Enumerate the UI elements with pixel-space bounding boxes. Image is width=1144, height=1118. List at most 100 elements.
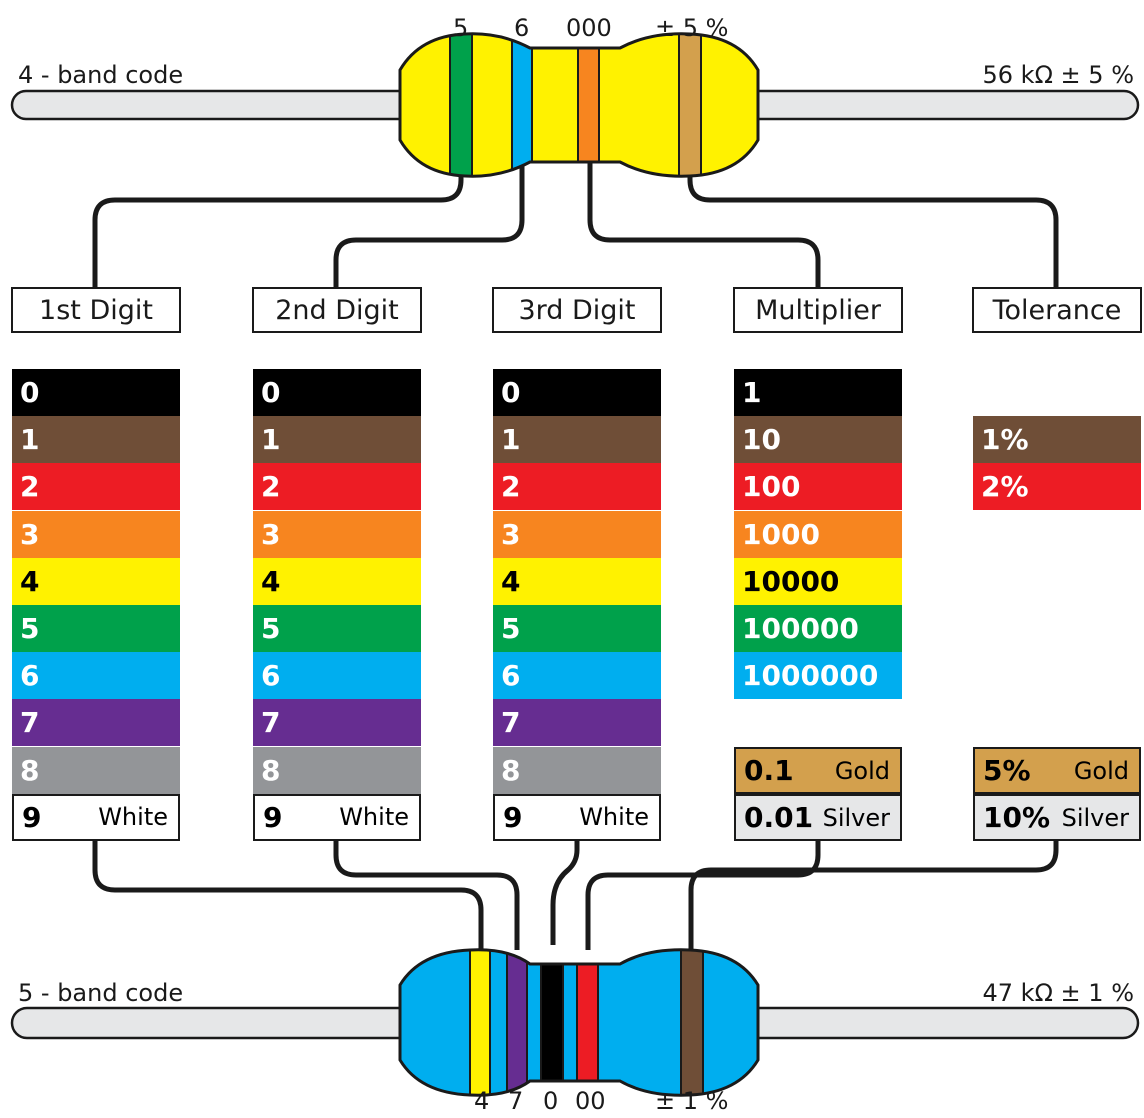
top-band-3	[577, 33, 600, 177]
second-digit-value: 8	[261, 753, 281, 787]
third-digit-value: 5	[501, 612, 521, 645]
third-digit-row-3: 3	[493, 510, 661, 558]
second-digit-color-name: White	[339, 803, 409, 832]
bottom-band-label-5: ± 1 %	[655, 1087, 729, 1115]
top-band-label-2: 6	[514, 14, 530, 42]
header-tolerance: Tolerance	[972, 287, 1142, 333]
multiplier-row-2: 100	[734, 463, 902, 511]
second-digit-row-6: 6	[253, 652, 421, 700]
third-digit-row-1: 1	[493, 416, 661, 464]
wire-top-1st-digit	[92, 160, 464, 290]
top-resistor-outline	[398, 32, 760, 178]
first-digit-color-name: White	[98, 803, 168, 832]
top-wires	[92, 155, 1059, 290]
top-band-4	[678, 33, 702, 177]
third-digit-value: 6	[501, 659, 521, 693]
second-digit-row-7: 7	[253, 699, 421, 747]
top-band-2	[511, 33, 533, 177]
second-digit-row-5: 5	[253, 605, 421, 652]
top-value-label: 56 kΩ ± 5 %	[982, 61, 1134, 89]
third-digit-value: 2	[501, 470, 521, 504]
bottom-band-label-4: 00	[575, 1087, 606, 1115]
first-digit-row-0: 0	[12, 369, 180, 416]
multiplier-row-5: 100000	[734, 605, 902, 652]
bottom-wires	[92, 835, 1059, 955]
first-digit-row-9: 9 White	[12, 793, 180, 841]
first-digit-value: 7	[20, 706, 40, 740]
multiplier-row-3: 1000	[734, 510, 902, 558]
wire-bottom-tolerance	[688, 835, 1059, 955]
bottom-band-5	[680, 949, 704, 1096]
top-resistor	[10, 32, 1140, 178]
third-digit-value: 9	[503, 800, 523, 834]
multiplier-value: 100	[742, 470, 801, 504]
first-digit-value: 6	[20, 659, 40, 693]
bottom-resistor	[10, 948, 1140, 1097]
first-digit-row-7: 7	[12, 699, 180, 747]
second-digit-value: 9	[263, 800, 283, 834]
wire-bottom-multiplier	[585, 835, 821, 950]
third-digit-value: 8	[501, 753, 521, 787]
third-digit-value: 1	[501, 423, 521, 457]
first-digit-value: 9	[22, 800, 42, 834]
multiplier-value: 1000	[742, 517, 820, 551]
tolerance-special-color-name: Gold	[1073, 756, 1129, 785]
second-digit-value: 1	[261, 423, 281, 457]
second-digit-row-8: 8	[253, 746, 421, 794]
first-digit-row-6: 6	[12, 652, 180, 700]
top-code-label: 4 - band code	[18, 61, 184, 89]
bottom-band-4	[576, 949, 599, 1096]
second-digit-row-0: 0	[253, 369, 421, 416]
bottom-value-label: 47 kΩ ± 1 %	[982, 979, 1134, 1007]
multiplier-special-row-0: 0.1 Gold	[734, 747, 902, 794]
tolerance-row-0: 1%	[973, 416, 1141, 463]
tolerance-row-1: 2%	[973, 463, 1141, 511]
header-2nd-digit: 2nd Digit	[252, 287, 422, 333]
third-digit-value: 3	[501, 517, 521, 551]
first-digit-value: 1	[20, 423, 40, 457]
third-digit-row-5: 5	[493, 605, 661, 652]
bottom-band-label-2: 7	[508, 1087, 524, 1115]
tolerance-special-row-1: 10%Silver	[973, 794, 1141, 842]
second-digit-value: 3	[261, 517, 281, 551]
third-digit-row-2: 2	[493, 463, 661, 511]
bottom-code-label: 5 - band code	[18, 979, 184, 1007]
top-band-label-4: ± 5 %	[655, 14, 729, 42]
multiplier-special-color-name: Silver	[822, 803, 890, 832]
second-digit-row-2: 2	[253, 463, 421, 511]
multiplier-row-6: 1000000	[734, 652, 902, 700]
third-digit-color-name: White	[579, 803, 649, 832]
first-digit-value: 2	[20, 470, 40, 504]
bottom-band-1	[469, 949, 491, 1096]
second-digit-value: 6	[261, 659, 281, 693]
multiplier-value: 10	[742, 423, 781, 457]
first-digit-value: 0	[20, 376, 40, 409]
multiplier-row-1: 10	[734, 416, 902, 464]
second-digit-row-4: 4	[253, 557, 421, 605]
top-band-1	[449, 33, 473, 177]
third-digit-value: 7	[501, 706, 521, 740]
tolerance-special-row-0: 5%Gold	[973, 747, 1141, 794]
wire-bottom-2nd-digit	[333, 835, 520, 950]
third-digit-row-4: 4	[493, 557, 661, 605]
second-digit-value: 5	[261, 612, 281, 645]
top-band-label-1: 5	[453, 14, 469, 42]
multiplier-special-value: 0.1	[744, 754, 794, 787]
first-digit-row-3: 3	[12, 510, 180, 558]
bottom-band-label-1: 4	[474, 1087, 490, 1115]
second-digit-row-9: 9 White	[253, 793, 421, 841]
multiplier-special-color-name: Gold	[834, 756, 890, 785]
header-multiplier: Multiplier	[733, 287, 903, 333]
multiplier-value: 10000	[742, 564, 840, 598]
bottom-band-label-3: 0	[543, 1087, 559, 1115]
first-digit-value: 8	[20, 753, 40, 787]
first-digit-value: 5	[20, 612, 40, 645]
third-digit-row-6: 6	[493, 652, 661, 700]
table-2nd-digit: 0 1 2 3 4 5 6 7 8 9 White	[253, 369, 421, 841]
first-digit-value: 3	[20, 517, 40, 551]
